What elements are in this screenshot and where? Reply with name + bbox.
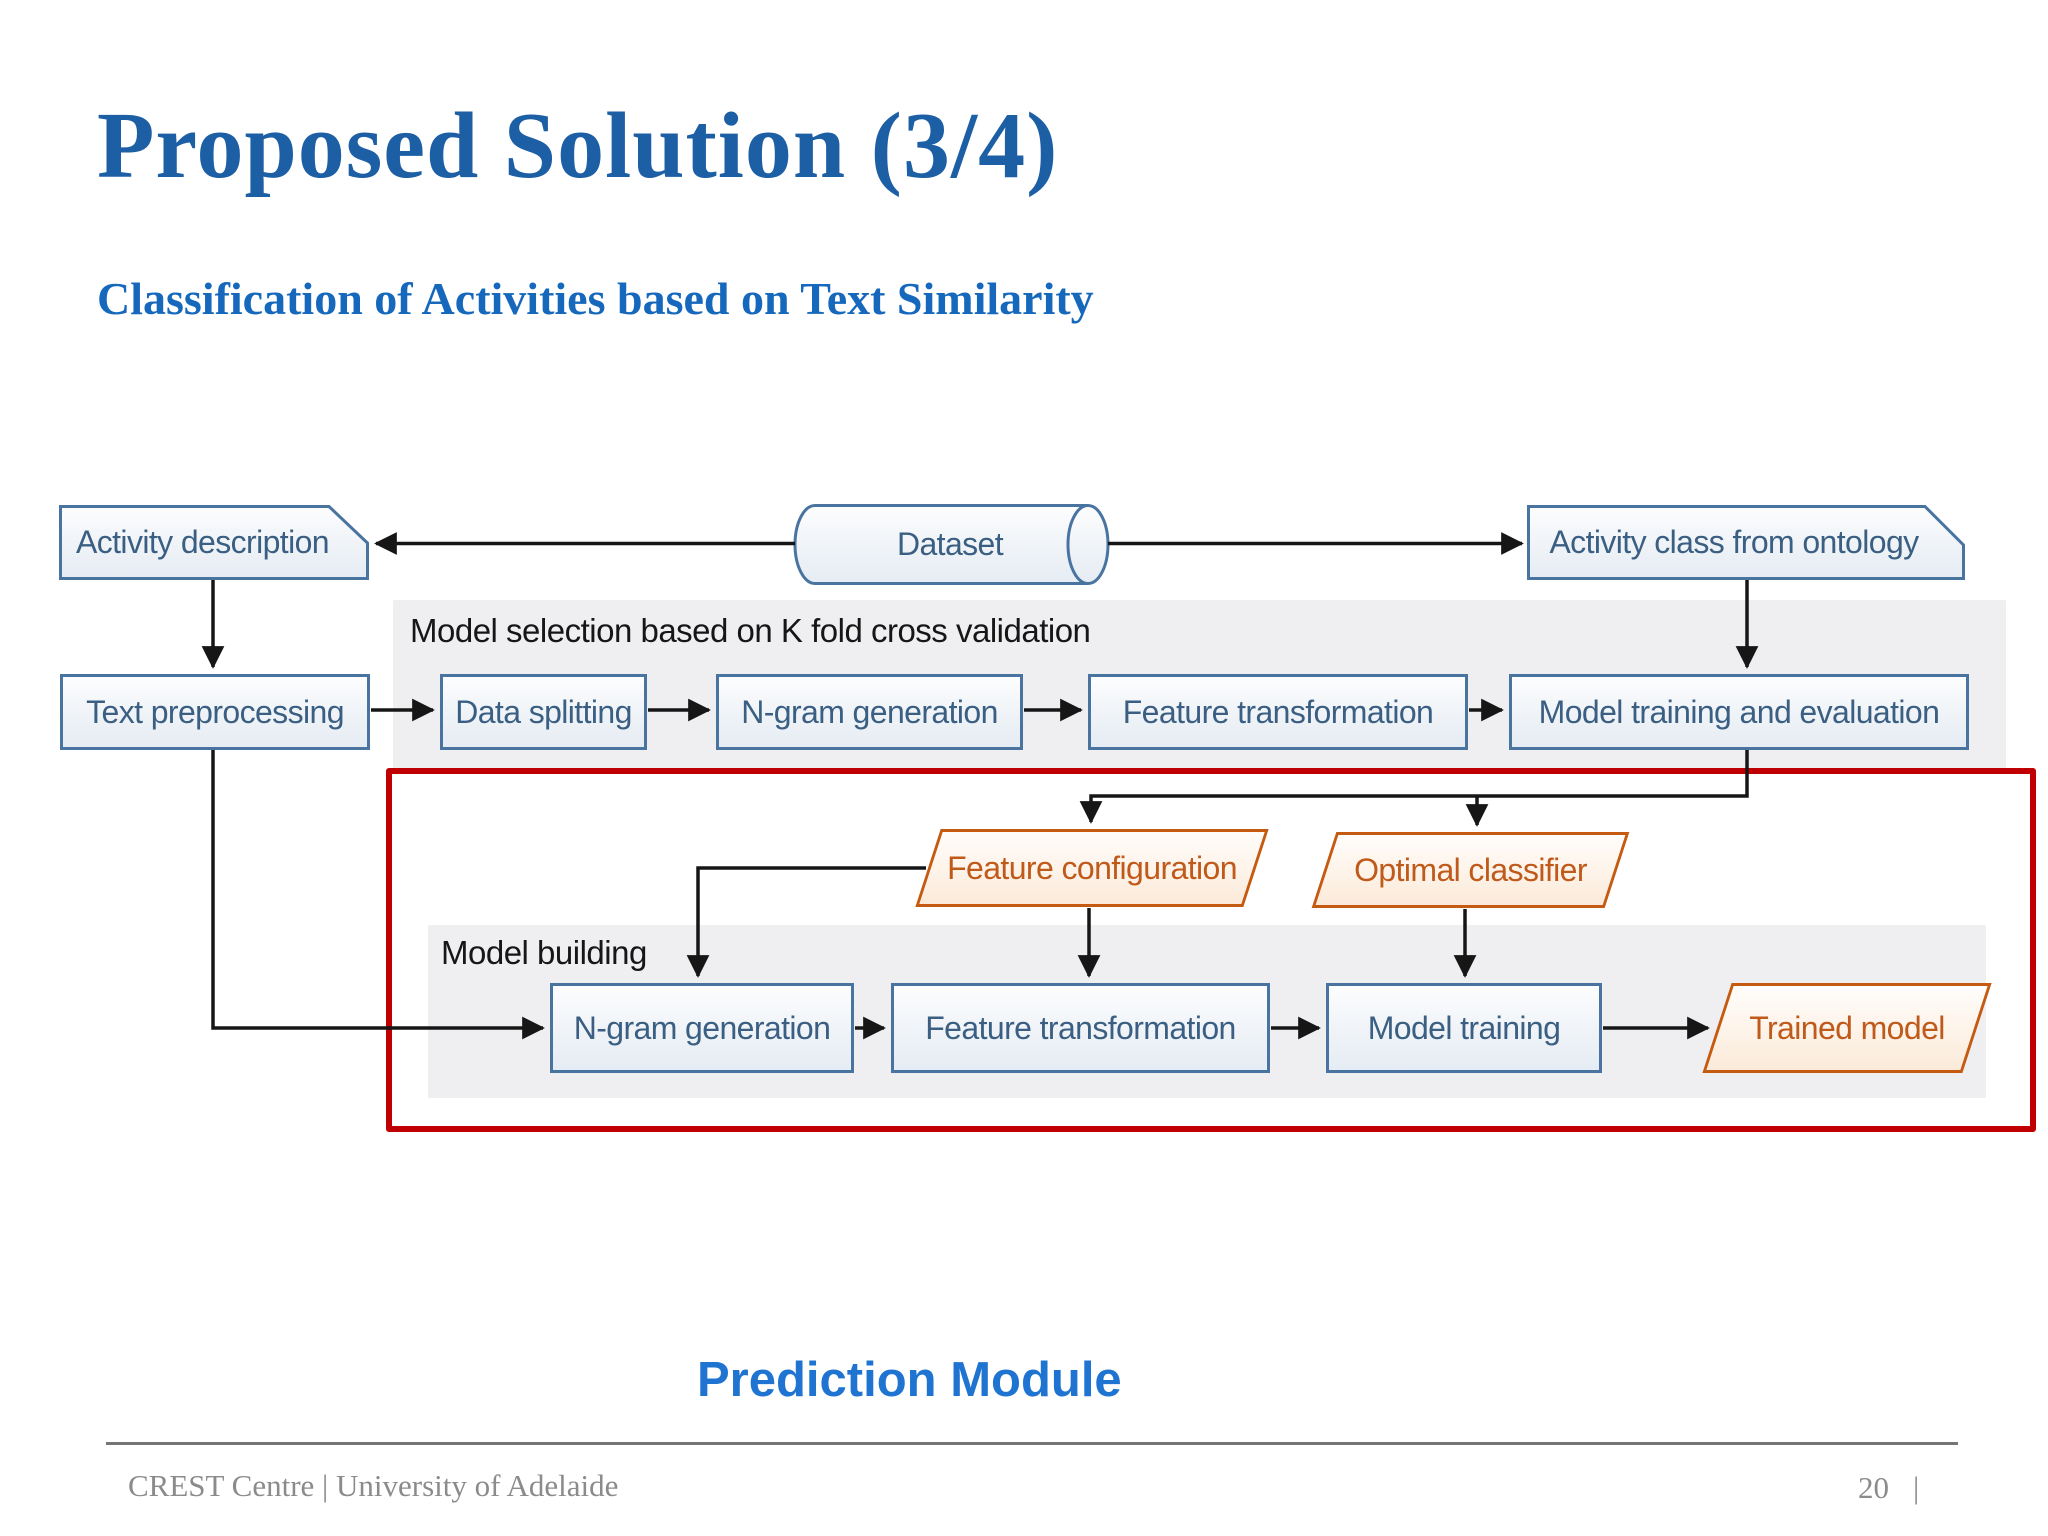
connector-feature-configuration-to-ngram-building [686,866,926,978]
model-building-label: Model building [441,934,647,971]
model-selection-label: Model selection based on K fold cross va… [410,612,1091,649]
prediction-module-highlight-box [386,768,2036,1132]
node-model-training: Model training [1326,983,1602,1073]
node-text-preprocessing: Text preprocessing [60,674,370,750]
node-optimal-classifier: Optimal classifier [1311,832,1630,908]
activity-class-card-shape [1527,505,1965,580]
node-data-splitting: Data splitting [440,674,647,750]
page-number-value: 20 [1858,1470,1889,1505]
footer-divider-line [106,1442,1958,1445]
connector-text-preprocessing-to-ngram-building [211,749,545,1040]
slide-subtitle: Classification of Activities based on Te… [97,273,1094,324]
page-number: 20 | [1858,1470,1919,1506]
node-feature-transformation-building: Feature transformation [891,983,1270,1073]
node-model-training-and-evaluation: Model training and evaluation [1509,674,1969,750]
page-title: Proposed Solution (3/4) [97,94,1059,198]
node-activity-class-from-ontology: Activity class from ontology [1549,524,1919,560]
footer-credit: CREST Centre | University of Adelaide [128,1468,619,1503]
page-number-divider: | [1913,1470,1920,1505]
node-activity-description: Activity description [76,524,330,560]
node-ngram-generation-selection: N-gram generation [716,674,1023,750]
connector-evaluation-to-feature-configuration [1079,749,1749,824]
node-trained-model: Trained model [1702,983,1992,1073]
prediction-module-caption: Prediction Module [697,1353,1122,1407]
dataset-cylinder-cap [1066,504,1089,585]
activity-description-card-shape [59,505,369,580]
node-feature-configuration: Feature configuration [915,829,1269,907]
node-ngram-generation-building: N-gram generation [550,983,854,1073]
node-dataset: Dataset [896,525,1004,562]
node-feature-transformation-selection: Feature transformation [1088,674,1468,750]
